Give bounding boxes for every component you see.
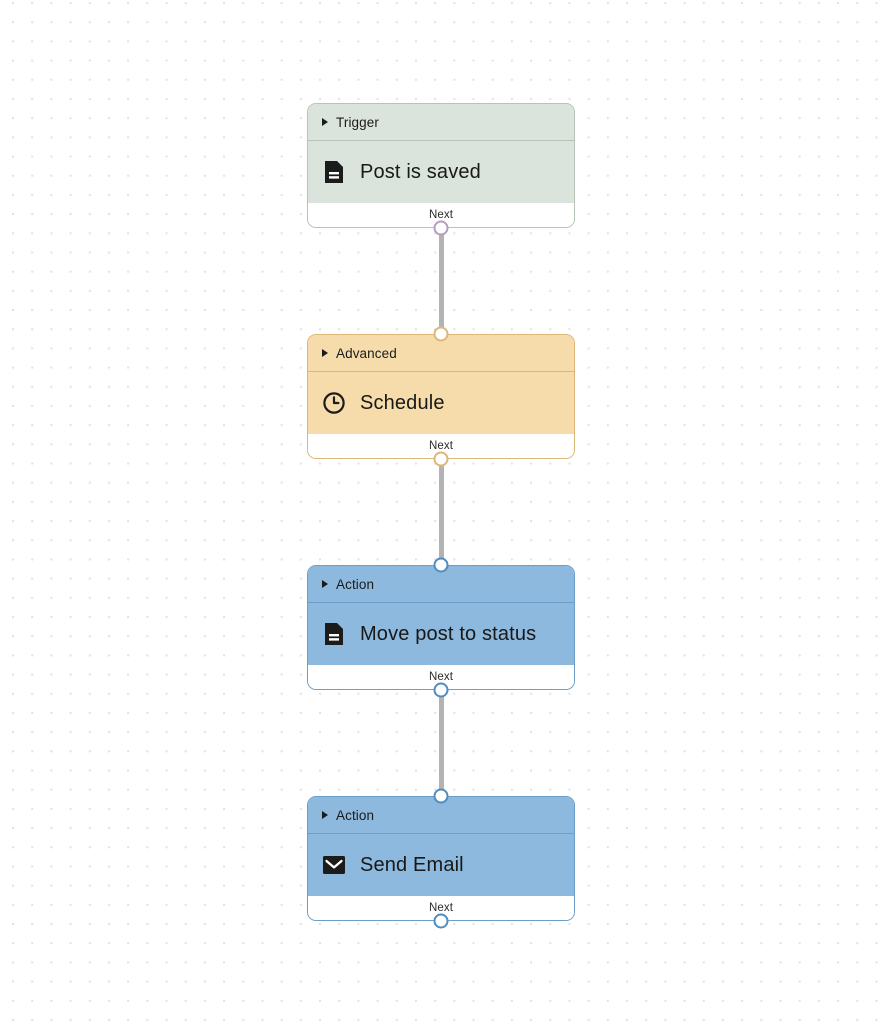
node-category-label: Action <box>336 807 375 823</box>
node-container[interactable]: Advanced Schedule Next <box>307 334 575 459</box>
input-handle[interactable] <box>433 557 449 573</box>
output-handle-next[interactable] <box>433 682 449 698</box>
node-body[interactable]: Schedule <box>308 372 574 434</box>
disclosure-triangle-icon[interactable] <box>322 811 328 819</box>
node-divider <box>308 140 574 141</box>
node-container[interactable]: Action Move post to status Next <box>307 565 575 690</box>
node-divider <box>308 371 574 372</box>
node-category-label: Trigger <box>336 114 379 130</box>
disclosure-triangle-icon[interactable] <box>322 118 328 126</box>
node-title: Post is saved <box>360 160 481 183</box>
input-handle[interactable] <box>433 788 449 804</box>
input-handle[interactable] <box>433 326 449 342</box>
node-container[interactable]: Trigger Post is saved Next <box>307 103 575 228</box>
workflow-node-trigger[interactable]: Trigger Post is saved Next <box>307 103 575 236</box>
node-category-label: Advanced <box>336 345 397 361</box>
envelope-icon <box>322 853 346 877</box>
node-body[interactable]: Send Email <box>308 834 574 896</box>
disclosure-triangle-icon[interactable] <box>322 349 328 357</box>
node-category-label: Action <box>336 576 375 592</box>
node-header[interactable]: Trigger <box>308 104 574 140</box>
node-divider <box>308 602 574 603</box>
document-icon <box>322 622 346 646</box>
workflow-node-action-send-email[interactable]: Action Send Email Next <box>307 788 575 929</box>
disclosure-triangle-icon[interactable] <box>322 580 328 588</box>
node-title: Move post to status <box>360 622 537 645</box>
document-icon <box>322 160 346 184</box>
workflow-node-advanced[interactable]: Advanced Schedule Next <box>307 326 575 467</box>
node-body[interactable]: Post is saved <box>308 141 574 203</box>
node-divider <box>308 833 574 834</box>
node-container[interactable]: Action Send Email Next <box>307 796 575 921</box>
clock-icon <box>322 391 346 415</box>
output-handle-next[interactable] <box>433 451 449 467</box>
node-title: Schedule <box>360 391 445 414</box>
output-handle-next[interactable] <box>433 913 449 929</box>
workflow-node-action-move-post[interactable]: Action Move post to status Next <box>307 557 575 698</box>
output-handle-next[interactable] <box>433 220 449 236</box>
node-title: Send Email <box>360 853 464 876</box>
node-body[interactable]: Move post to status <box>308 603 574 665</box>
